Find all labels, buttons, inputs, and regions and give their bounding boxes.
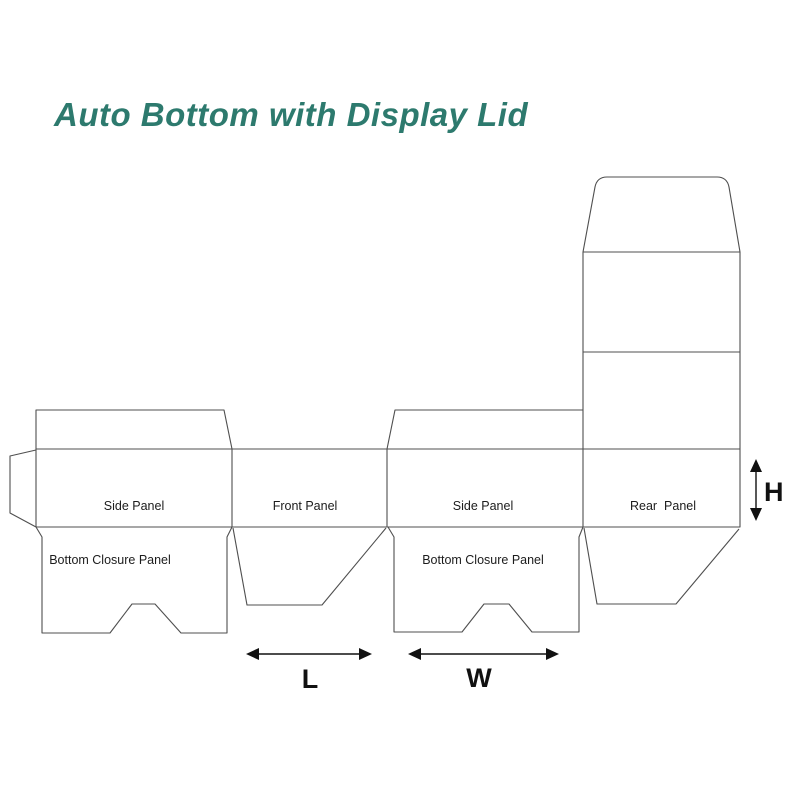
- side-panel-1-top-tab: [35, 409, 233, 450]
- arrowhead-up-icon: [750, 459, 762, 472]
- length-dimension-label: L: [302, 664, 319, 694]
- side-panel-2-top-tab: [386, 409, 583, 450]
- page-title: Auto Bottom with Display Lid: [54, 96, 529, 133]
- width-dimension-label: W: [466, 663, 492, 693]
- tuck-flap-outline: [582, 176, 741, 253]
- arrowhead-left-icon: [246, 648, 259, 660]
- left-dust-flap: [9, 449, 37, 528]
- height-dimension-label: H: [764, 477, 784, 507]
- bottom-closure-panel-1-outline: [35, 526, 233, 634]
- width-dimension-arrow: [408, 648, 559, 660]
- arrowhead-right-icon: [546, 648, 559, 660]
- bottom-closure-panel-2-label: Bottom Closure Panel: [422, 553, 544, 567]
- front-panel-label: Front Panel: [273, 499, 338, 513]
- bottom-closure-panel-1-label: Bottom Closure Panel: [49, 553, 171, 567]
- length-dimension-arrow: [246, 648, 372, 660]
- side-panel-2-label: Side Panel: [453, 499, 513, 513]
- rear-panel-label: Rear Panel: [630, 499, 696, 513]
- height-dimension-arrow: [750, 459, 762, 521]
- bottom-closure-panel-2-outline: [387, 526, 584, 633]
- lid-rear-column-outline: [582, 251, 741, 528]
- side-panel-1-label: Side Panel: [104, 499, 164, 513]
- front-panel-bottom-flap: [232, 527, 387, 606]
- arrowhead-down-icon: [750, 508, 762, 521]
- arrowhead-left-icon: [408, 648, 421, 660]
- arrowhead-right-icon: [359, 648, 372, 660]
- rear-panel-bottom-flap: [583, 527, 740, 605]
